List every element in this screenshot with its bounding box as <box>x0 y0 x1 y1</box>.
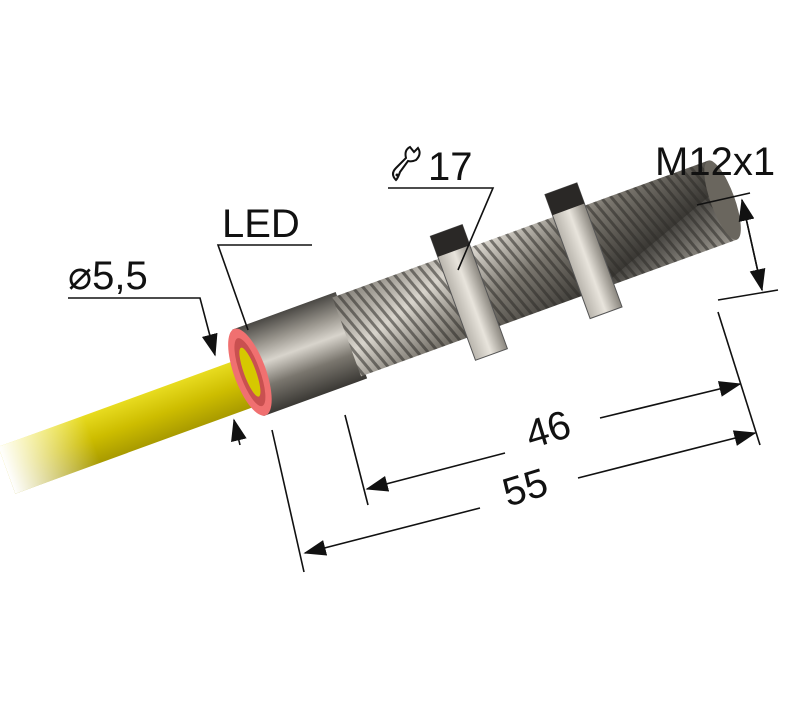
led-label: LED <box>222 202 300 246</box>
hex-nut-2 <box>544 182 623 320</box>
hex-nut-1 <box>429 223 509 361</box>
thread-label: M12x1 <box>655 140 776 184</box>
cable-diameter-label: ⌀5,5 <box>68 254 148 298</box>
wrench-size-label: 17 <box>388 144 473 187</box>
wrench-icon <box>392 145 421 182</box>
diameter-icon: ⌀ <box>68 254 93 298</box>
sensor-body <box>228 160 741 417</box>
dimension-lines <box>68 187 779 573</box>
cable <box>0 357 260 494</box>
